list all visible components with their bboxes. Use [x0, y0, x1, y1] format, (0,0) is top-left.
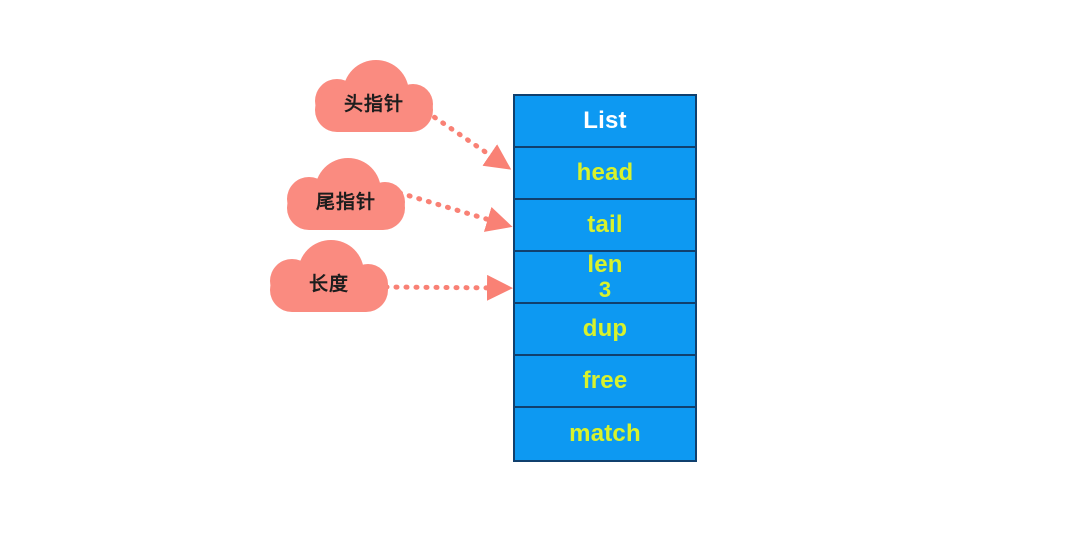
- annotation-cloud-tail-pointer: 尾指针: [287, 158, 405, 230]
- struct-cell-value: 3: [598, 277, 612, 303]
- struct-row-match: match: [515, 408, 695, 460]
- struct-cell-label: head: [576, 159, 634, 187]
- struct-row-len: len 3: [515, 252, 695, 304]
- cloud-body-icon: [270, 268, 388, 312]
- struct-cell-label: List: [583, 107, 627, 135]
- arrow-tail-pointer: [387, 187, 513, 232]
- annotation-label-head-pointer: 头指针: [343, 92, 404, 115]
- arrow-length-counter: [383, 274, 513, 301]
- annotation-label-tail-pointer: 尾指针: [315, 190, 376, 213]
- struct-row-head: head: [515, 148, 695, 200]
- cloud-body-icon: [315, 88, 433, 132]
- struct-cell-label: len: [587, 251, 623, 279]
- cloud-body-icon: [287, 186, 405, 230]
- annotation-label-length-counter: 长度: [308, 272, 349, 295]
- struct-cell-label: dup: [582, 315, 628, 343]
- struct-cell-label: match: [569, 420, 641, 448]
- struct-row-tail: tail: [515, 200, 695, 252]
- struct-row-free: free: [515, 356, 695, 408]
- struct-cell-label: free: [582, 367, 628, 395]
- struct-row-dup: dup: [515, 304, 695, 356]
- struct-row-list: List: [515, 96, 695, 148]
- struct-cell-label: tail: [587, 211, 623, 239]
- struct-table: List head tail len 3 dup free match: [513, 94, 697, 462]
- annotation-cloud-head-pointer: 头指针: [315, 60, 433, 132]
- annotation-cloud-length-counter: 长度: [270, 240, 388, 312]
